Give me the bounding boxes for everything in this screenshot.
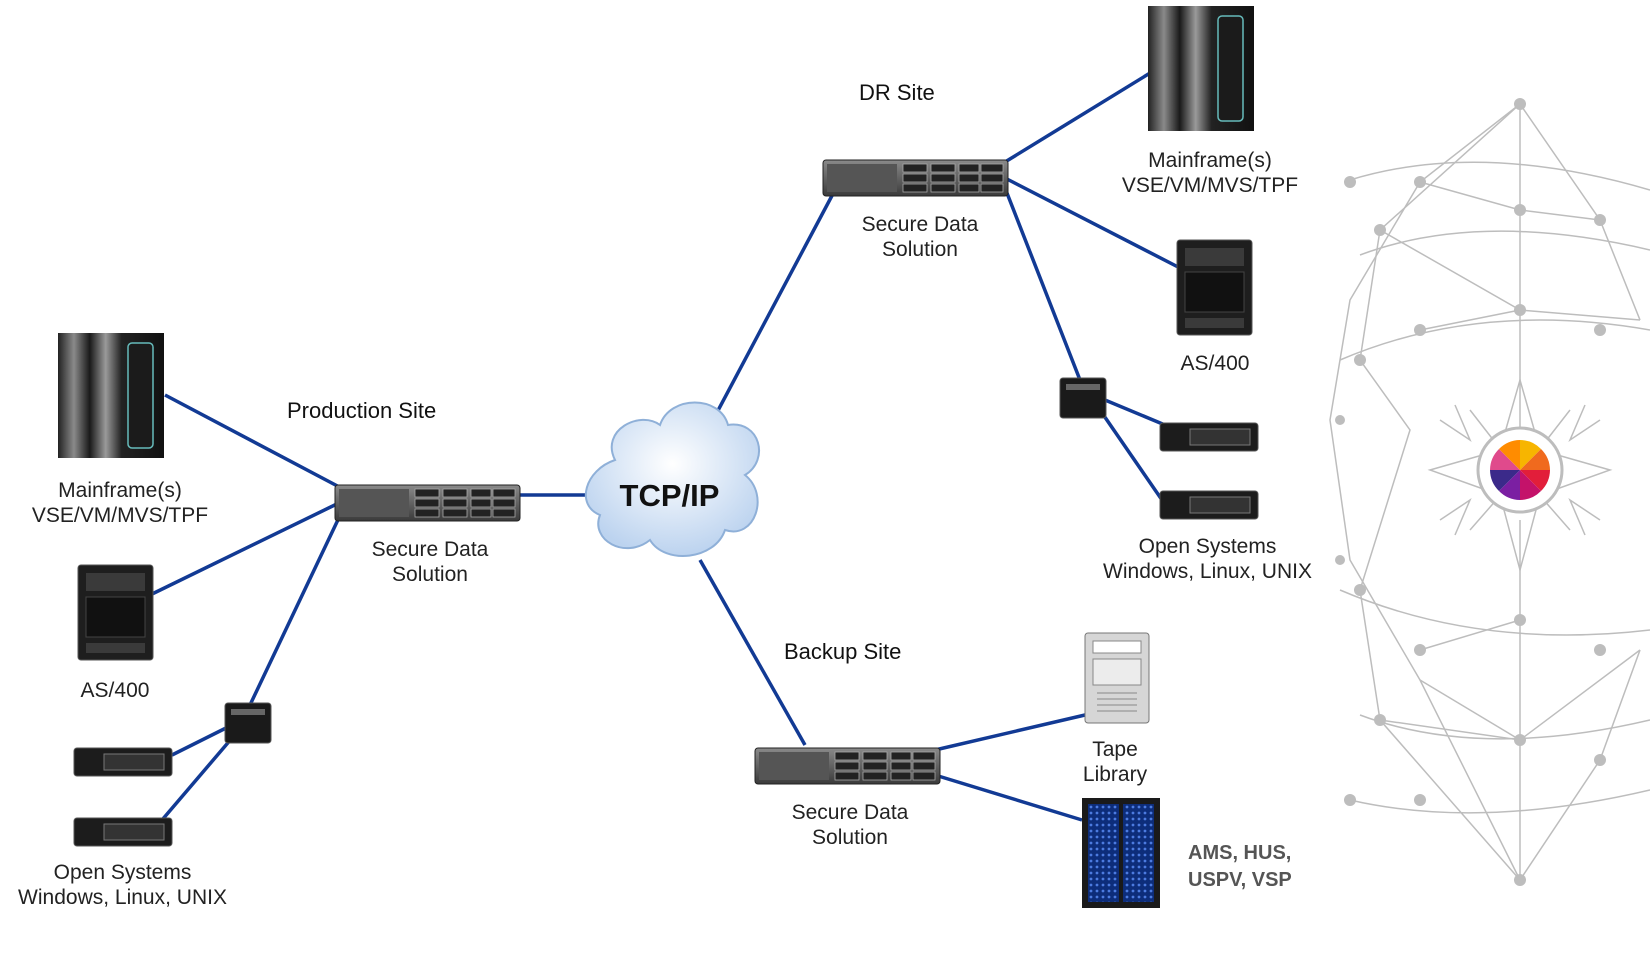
dr-as400-icon [1176, 239, 1253, 336]
dr-appliance-icon [822, 159, 1009, 197]
backup-appliance-label: Secure Data Solution [760, 800, 940, 850]
production-mainframe-line1: Mainframe(s) [58, 479, 182, 502]
decorative-pattern [1329, 98, 1650, 886]
tape-library-label: Tape Library [1065, 737, 1165, 787]
dr-mainframe-line2: VSE/VM/MVS/TPF [1121, 174, 1299, 197]
production-as400-label: AS/400 [80, 679, 150, 702]
production-appliance-line1: Secure Data [371, 538, 489, 561]
production-appliance-icon [334, 484, 521, 522]
logo-icon [1476, 426, 1564, 514]
dr-open-systems-line2: Windows, Linux, UNIX [1103, 560, 1312, 583]
backup-site-label: Backup Site [784, 639, 902, 664]
dr-appliance-label: Secure Data Solution [830, 212, 1010, 262]
production-open-systems-line2: Windows, Linux, UNIX [18, 886, 227, 909]
production-as400-icon [77, 564, 154, 661]
production-appliance-label: Secure Data Solution [340, 537, 520, 587]
dr-mainframe-line1: Mainframe(s) [1148, 149, 1272, 172]
network-label: TCP/IP [619, 478, 720, 513]
backup-appliance-icon [754, 747, 941, 785]
production-mainframe-line2: VSE/VM/MVS/TPF [31, 504, 209, 527]
tape-library-line1: Tape [1092, 738, 1138, 761]
tape-library-icon [1084, 632, 1150, 724]
dr-mainframe-label: Mainframe(s) VSE/VM/MVS/TPF [1100, 148, 1320, 198]
dr-open-systems-line1: Open Systems [1138, 535, 1277, 558]
storage-array-icon [1082, 798, 1160, 908]
backup-appliance-line1: Secure Data [791, 801, 909, 824]
production-open-systems-line1: Open Systems [53, 861, 192, 884]
production-mainframe-label: Mainframe(s) VSE/VM/MVS/TPF [10, 478, 230, 528]
production-switch-icon [224, 702, 272, 744]
dr-server-icon [1159, 422, 1259, 452]
production-open-systems-label: Open Systems Windows, Linux, UNIX [0, 860, 245, 910]
cloud-icon [584, 401, 761, 557]
tape-library-line2: Library [1082, 763, 1148, 786]
storage-array-line2: USPV, VSP [1188, 869, 1292, 891]
dr-appliance-line2: Solution [882, 238, 958, 261]
dr-as400-label: AS/400 [1180, 352, 1250, 375]
production-server-icon [73, 817, 173, 847]
storage-array-line1: AMS, HUS, [1188, 842, 1292, 864]
production-site-label: Production Site [287, 398, 437, 423]
dr-open-systems-label: Open Systems Windows, Linux, UNIX [1085, 534, 1330, 584]
dr-server-icon [1159, 490, 1259, 520]
production-server-icon [73, 747, 173, 777]
dr-site-label: DR Site [859, 80, 935, 105]
dr-appliance-line1: Secure Data [861, 213, 979, 236]
backup-appliance-line2: Solution [812, 826, 888, 849]
production-appliance-line2: Solution [392, 563, 468, 586]
dr-switch-icon [1059, 377, 1107, 419]
storage-array-label: AMS, HUS, USPV, VSP [1188, 840, 1338, 894]
dr-mainframe-icon [1148, 6, 1254, 131]
connection-lines [149, 68, 1181, 822]
production-mainframe-icon [58, 333, 164, 458]
